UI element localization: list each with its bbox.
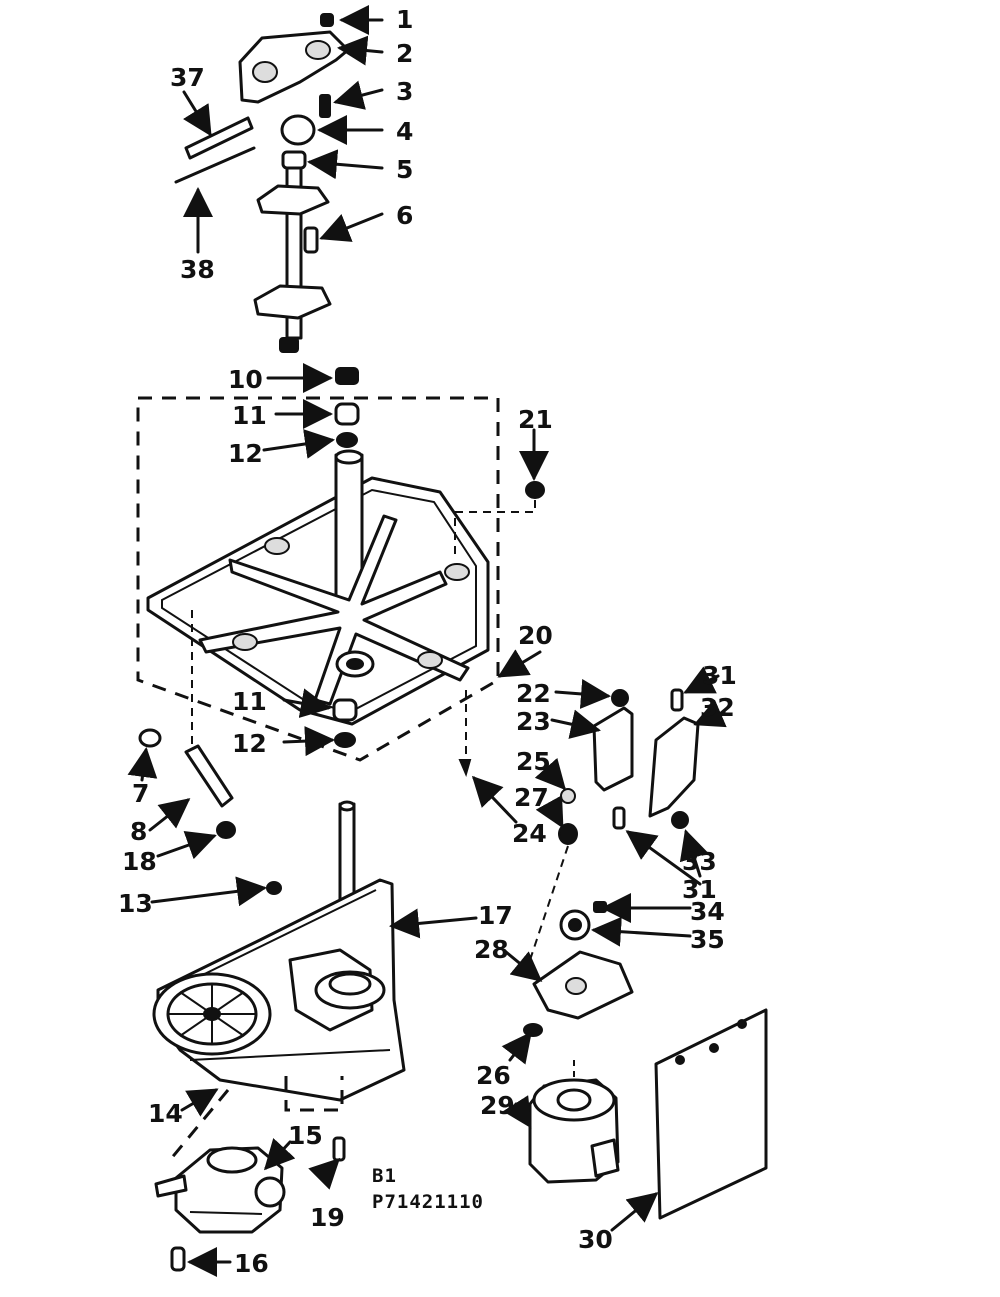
diagram-caption-line2: P71421110 bbox=[372, 1191, 484, 1213]
spider-arms bbox=[198, 514, 470, 706]
part-11-lower-bushing bbox=[332, 698, 358, 722]
part-24-clip bbox=[458, 759, 472, 777]
callout-30: 30 bbox=[578, 1225, 613, 1254]
callout-5: 5 bbox=[396, 155, 413, 184]
callout-31-upper: 31 bbox=[702, 661, 737, 690]
callout-25: 25 bbox=[516, 747, 551, 776]
callout-lines-right bbox=[534, 666, 727, 886]
part-32-bracket bbox=[648, 716, 700, 818]
part-16-screw bbox=[170, 1246, 186, 1272]
part-12-washer bbox=[336, 432, 358, 448]
callout-18: 18 bbox=[122, 847, 157, 876]
callout-11-lower: 11 bbox=[232, 687, 267, 716]
callout-35: 35 bbox=[690, 925, 725, 954]
callout-2: 2 bbox=[396, 39, 413, 68]
motor-assembly bbox=[523, 901, 634, 1184]
callout-1: 1 bbox=[396, 5, 413, 34]
top-bracket-assembly bbox=[174, 13, 350, 353]
part-33-nut bbox=[671, 811, 689, 829]
part-37-strip bbox=[184, 116, 254, 160]
callout-lines-top bbox=[182, 5, 384, 254]
callout-23: 23 bbox=[516, 707, 551, 736]
part-22-nut bbox=[611, 689, 629, 707]
callout-11: 11 bbox=[232, 401, 267, 430]
callout-13: 13 bbox=[118, 889, 153, 918]
callout-14: 14 bbox=[148, 1099, 183, 1128]
callout-15: 15 bbox=[288, 1121, 323, 1150]
part-15-pump bbox=[154, 1146, 286, 1234]
part-30-panel bbox=[654, 1008, 768, 1220]
part-8-bracket bbox=[184, 744, 234, 808]
lower-flange bbox=[253, 284, 332, 320]
diagram-caption-line1: B1 bbox=[372, 1165, 397, 1187]
part-5-cap bbox=[281, 150, 307, 170]
part-1-nut bbox=[320, 13, 334, 27]
callout-7: 7 bbox=[132, 779, 149, 808]
part-21-nut bbox=[525, 481, 545, 499]
part-6-screw bbox=[303, 226, 319, 254]
callout-34: 34 bbox=[690, 897, 725, 926]
callout-8: 8 bbox=[130, 817, 147, 846]
part-31-screw-lower bbox=[612, 806, 626, 830]
callout-lines-middle bbox=[127, 363, 549, 860]
part-19-screw bbox=[332, 1136, 346, 1162]
part-38-strip bbox=[174, 146, 256, 184]
part-18-nut bbox=[216, 821, 236, 839]
base-plate-assembly bbox=[136, 367, 545, 839]
callout-4: 4 bbox=[396, 117, 413, 146]
callout-12: 12 bbox=[228, 439, 263, 468]
callout-12-lower: 12 bbox=[232, 729, 267, 758]
callout-33: 33 bbox=[682, 847, 717, 876]
part-4-washer bbox=[280, 114, 316, 146]
callout-labels: 1 2 3 4 5 6 37 38 10 11 12 21 20 11 12 7… bbox=[118, 5, 737, 1278]
part-25-washer bbox=[560, 788, 576, 804]
callout-17: 17 bbox=[478, 901, 513, 930]
part-12-lower-washer bbox=[334, 732, 356, 748]
callout-28: 28 bbox=[474, 935, 509, 964]
callout-32: 32 bbox=[700, 693, 735, 722]
callout-10: 10 bbox=[228, 365, 263, 394]
part-26-washer bbox=[523, 1023, 543, 1037]
part-27-nut bbox=[558, 823, 578, 845]
callout-29: 29 bbox=[480, 1091, 515, 1120]
part-7-screw bbox=[138, 728, 162, 748]
part-10-nut bbox=[335, 367, 359, 385]
part-11-bushing bbox=[334, 402, 360, 426]
callout-19: 19 bbox=[310, 1203, 345, 1232]
upper-flange bbox=[256, 184, 330, 216]
part-13-nut bbox=[266, 881, 282, 895]
callout-22: 22 bbox=[516, 679, 551, 708]
callout-lines-bottom bbox=[150, 876, 692, 1277]
callout-31-lower: 31 bbox=[682, 875, 717, 904]
part-31-screw-upper bbox=[670, 688, 684, 712]
part-23-bracket bbox=[592, 706, 634, 792]
callout-6: 6 bbox=[396, 201, 413, 230]
callout-16: 16 bbox=[234, 1249, 269, 1278]
callout-27: 27 bbox=[514, 783, 549, 812]
callout-20: 20 bbox=[518, 621, 553, 650]
part-3-bolt bbox=[319, 94, 331, 118]
callout-3: 3 bbox=[396, 77, 413, 106]
callout-24: 24 bbox=[512, 819, 547, 848]
callout-26: 26 bbox=[476, 1061, 511, 1090]
callout-38: 38 bbox=[180, 255, 215, 284]
gear-case-assembly bbox=[152, 800, 406, 1161]
callout-37: 37 bbox=[170, 63, 205, 92]
callout-21: 21 bbox=[518, 405, 553, 434]
right-bracket-parts bbox=[529, 688, 700, 961]
